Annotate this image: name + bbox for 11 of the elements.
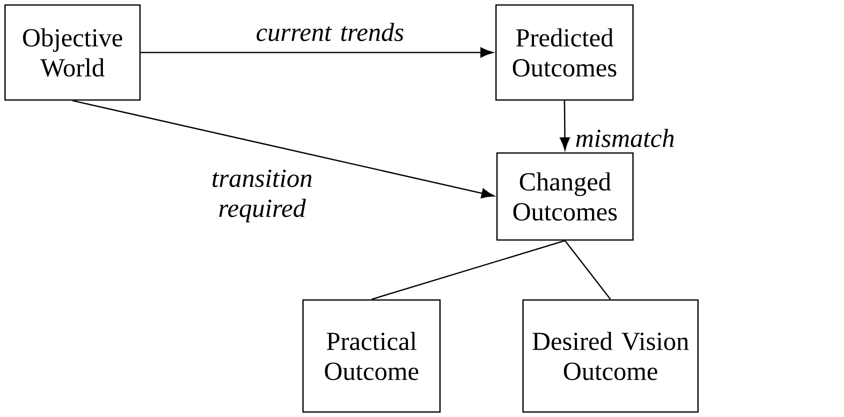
edge-label: current trends: [256, 22, 404, 42]
outcome-box: Changed Outcomes: [496, 152, 634, 241]
outcome-box: Practical Outcome: [302, 299, 441, 413]
edge-label: mismatch: [576, 128, 674, 148]
edge-label: transition required: [212, 170, 312, 222]
outcome-box: Predicted Outcomes: [495, 4, 634, 101]
outcome-box: Objective World: [4, 4, 141, 101]
arrow: [560, 100, 570, 150]
outcome-box: Desired Vision Outcome: [522, 299, 699, 413]
arrow: [140, 47, 494, 58]
arrow: [72, 100, 494, 198]
